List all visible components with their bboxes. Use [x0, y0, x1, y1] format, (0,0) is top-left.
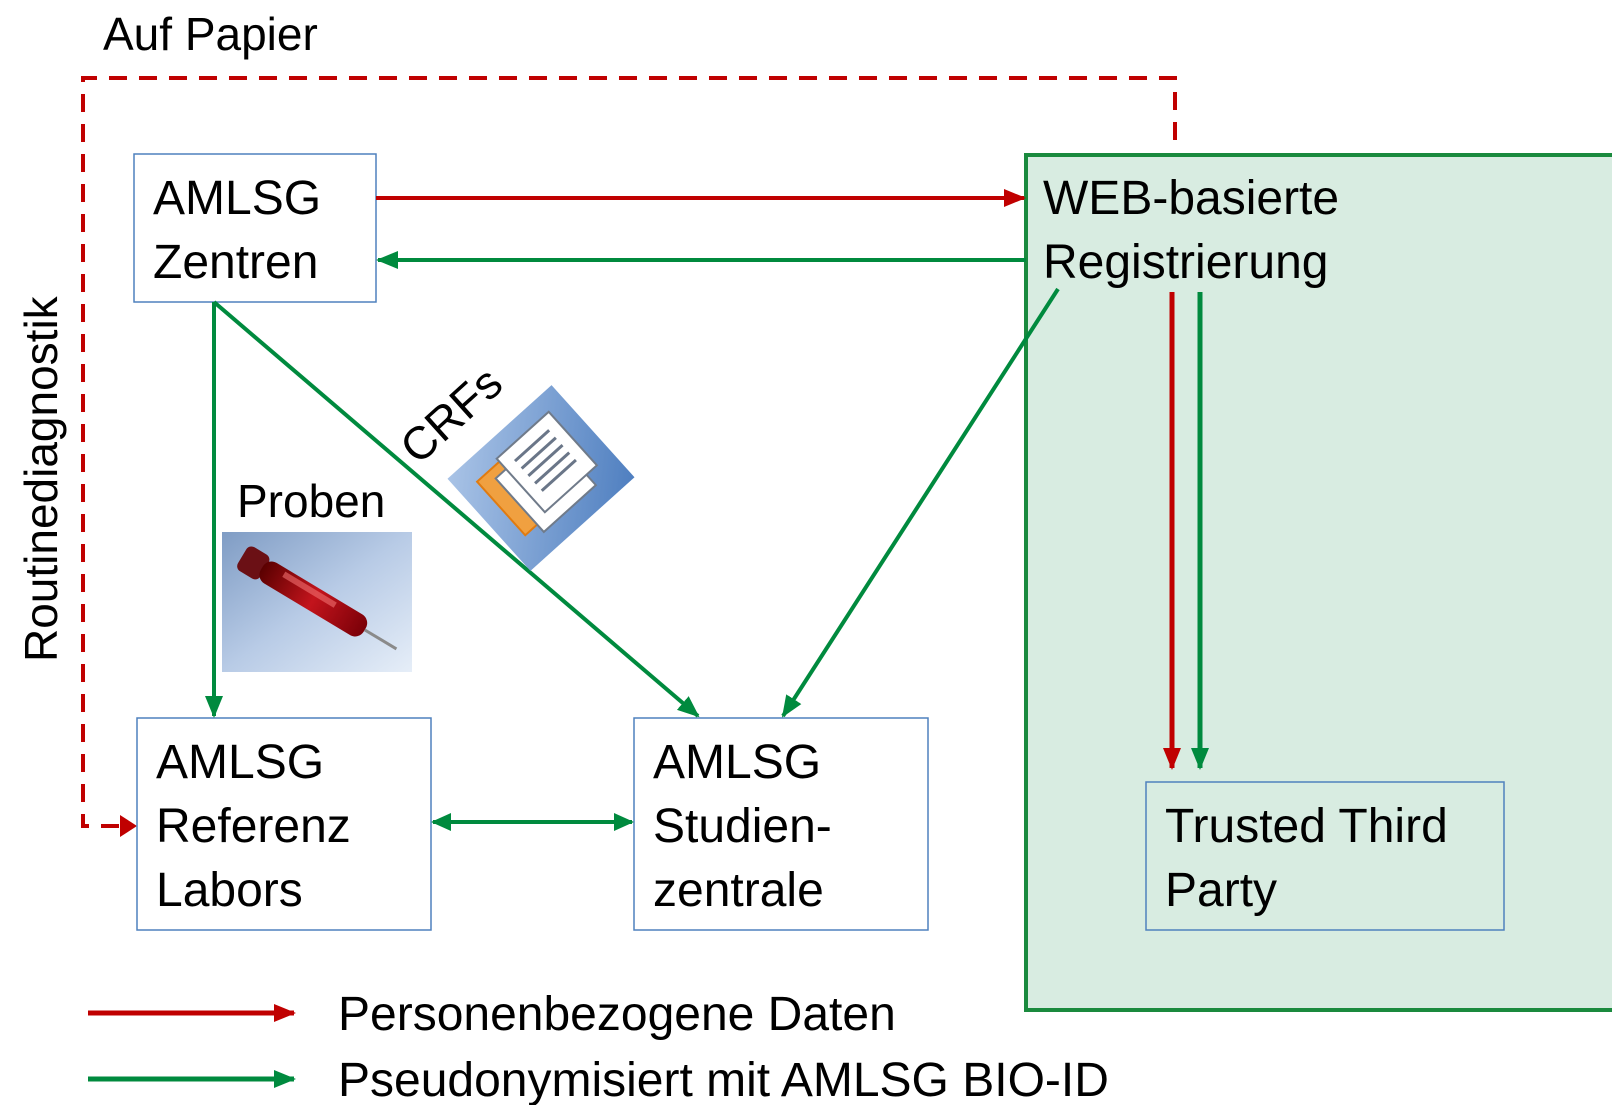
blood-sample-tube-icon — [222, 532, 412, 672]
paper-routine-path — [81, 76, 1177, 828]
trusted-third-party-box — [1145, 781, 1505, 931]
arrow-web-to-study-center — [781, 287, 1060, 718]
paper-routine-arrowhead — [120, 815, 137, 837]
study-center-label: AMLSG Studien- zentrale — [653, 736, 845, 917]
study-center-box — [633, 717, 929, 931]
centers-box — [133, 153, 377, 303]
routine-diagnostics-label: Routinediagnostik — [15, 295, 67, 662]
samples-label: Proben — [237, 475, 385, 527]
centers-label: AMLSG Zentren — [153, 172, 334, 289]
document-stack-icon — [447, 385, 635, 571]
web-registration-label: WEB-basierte Registrierung — [1043, 172, 1352, 289]
reference-labs-label: AMLSG Referenz Labors — [156, 736, 364, 917]
trusted-third-party-label: Trusted Third Party — [1165, 800, 1461, 917]
arrow-centers-to-study-center — [212, 300, 700, 718]
reference-labs-box — [136, 717, 432, 931]
web-registration-region — [1024, 153, 1612, 1012]
paper-label: Auf Papier — [103, 8, 318, 60]
legend-pseudonymized-label: Pseudonymisiert mit AMLSG BIO-ID — [338, 1054, 1109, 1105]
legend-personal-label: Personenbezogene Daten — [338, 988, 896, 1041]
